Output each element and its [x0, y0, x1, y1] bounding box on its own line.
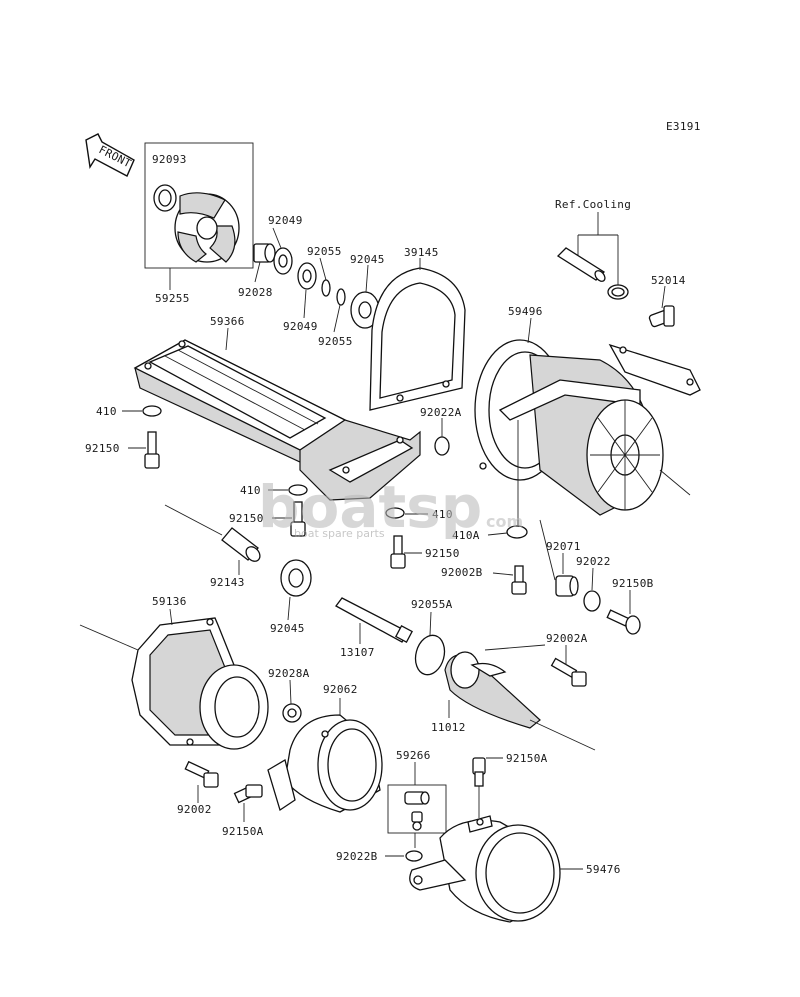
washer-410-c [385, 507, 405, 519]
bolt-92150A-right [472, 757, 486, 787]
stopper-92071 [555, 575, 579, 597]
fitting-52014 [648, 305, 675, 328]
label-92028: 92028 [238, 286, 273, 299]
oil-seal-92049-b [297, 262, 317, 290]
label-92150A-left: 92150A [222, 825, 264, 838]
bolt-92150-b [290, 501, 306, 537]
label-92150B: 92150B [612, 577, 654, 590]
label-59266: 59266 [396, 749, 431, 762]
o-ring-92055-a [321, 279, 331, 297]
label-59366: 59366 [210, 315, 245, 328]
bolt-92150-c [390, 535, 406, 569]
label-92022A: 92022A [420, 406, 462, 419]
label-92002B: 92002B [441, 566, 483, 579]
washer-92022 [583, 590, 601, 612]
collar-92143 [221, 527, 261, 562]
collar-92028 [253, 243, 276, 263]
label-92150-c: 92150 [425, 547, 460, 560]
watermark-brand: boatsp [258, 473, 482, 541]
shaft-13107 [335, 597, 413, 643]
ref-cooling-label: Ref.Cooling [555, 198, 631, 211]
bolt-92150A-left [233, 784, 263, 804]
label-92022: 92022 [576, 555, 611, 568]
label-59496: 59496 [508, 305, 543, 318]
steering-nozzle-92062 [267, 714, 383, 813]
cone-11012 [444, 651, 541, 729]
pump-case-59496 [474, 339, 701, 516]
label-59136: 59136 [152, 595, 187, 608]
watermark-tagline: boat spare parts [294, 527, 385, 540]
bolt-92150-a [144, 431, 160, 469]
label-92055-upper: 92055 [307, 245, 342, 258]
o-ring-92055-b [336, 288, 346, 306]
o-ring-92055A [414, 634, 446, 676]
label-410-b: 410 [240, 484, 261, 497]
watermark-logo: boatsp com boat spare parts [258, 473, 523, 541]
reverse-bucket-59476 [409, 815, 561, 923]
washer-410-b [288, 484, 308, 496]
label-13107: 13107 [340, 646, 375, 659]
ball-bearing-92045-b [280, 559, 312, 597]
label-39145: 39145 [404, 246, 439, 259]
cooling-hose [556, 247, 606, 282]
label-92062: 92062 [323, 683, 358, 696]
label-92150-b: 92150 [229, 512, 264, 525]
impeller-group-box [144, 142, 254, 269]
label-92028A: 92028A [268, 667, 310, 680]
impeller-59255 [174, 192, 240, 263]
label-92055A: 92055A [411, 598, 453, 611]
label-92045-lower: 92045 [270, 622, 305, 635]
label-59476: 59476 [586, 863, 621, 876]
joint-group-box [387, 784, 447, 834]
label-92093: 92093 [152, 153, 187, 166]
label-92002A: 92002A [546, 632, 588, 645]
bolt-92002A [550, 657, 587, 687]
washer-410A [506, 525, 528, 539]
label-92002: 92002 [177, 803, 212, 816]
washer-410-a [142, 405, 162, 417]
cover-39145 [369, 267, 466, 411]
oil-seal-92049-a [273, 247, 293, 275]
duct-59366 [133, 339, 421, 501]
label-92049-lower: 92049 [283, 320, 318, 333]
bolt-92150B [606, 609, 641, 635]
diagram-code: E3191 [666, 120, 701, 133]
watermark-suffix: com [486, 512, 523, 531]
ball-joint-59266 [404, 791, 430, 831]
label-410-c: 410 [432, 508, 453, 521]
label-92150A-right: 92150A [506, 752, 548, 765]
ball-bearing-92045-a [350, 291, 380, 329]
label-410A: 410A [452, 529, 480, 542]
label-92150-a: 92150 [85, 442, 120, 455]
bushing-92093 [153, 184, 177, 212]
label-92071: 92071 [546, 540, 581, 553]
label-92055-lower: 92055 [318, 335, 353, 348]
washer-92022B [405, 850, 423, 862]
bolt-92002 [184, 760, 219, 788]
ref-cooling-bracket [577, 212, 619, 285]
label-59255: 59255 [155, 292, 190, 305]
bushing-92028A [282, 703, 302, 723]
label-11012: 11012 [431, 721, 466, 734]
label-92022B: 92022B [336, 850, 378, 863]
label-92045-upper: 92045 [350, 253, 385, 266]
label-92049-upper: 92049 [268, 214, 303, 227]
label-92143: 92143 [210, 576, 245, 589]
hose-clamp [607, 284, 629, 300]
front-arrow-icon: FRONT [85, 133, 135, 177]
label-52014: 52014 [651, 274, 686, 287]
pump-housing-59136 [131, 617, 269, 750]
washer-92022A [434, 436, 450, 456]
label-410-a: 410 [96, 405, 117, 418]
bolt-92002B [511, 565, 527, 595]
